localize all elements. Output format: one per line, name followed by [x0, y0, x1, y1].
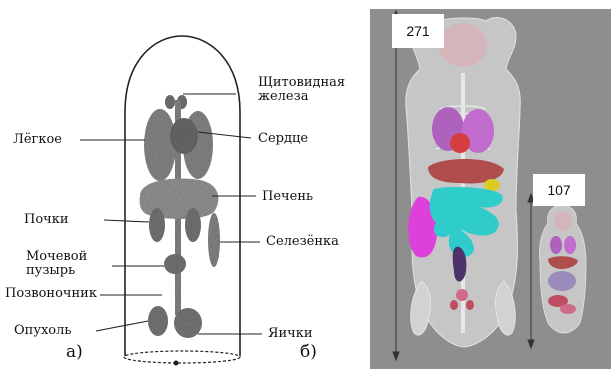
- phantom-schematic: [0, 0, 368, 369]
- kidney-organ: [149, 208, 165, 242]
- subfigure-label-a: а): [66, 342, 83, 362]
- small-phantom-render: [539, 205, 586, 333]
- label-testes: Яички: [268, 327, 313, 341]
- spleen-organ: [208, 213, 220, 267]
- label-kidneys: Почки: [24, 213, 69, 227]
- heart-organ: [170, 118, 198, 154]
- small-scale-arrow: [528, 194, 534, 348]
- label-lung: Лёгкое: [13, 133, 62, 147]
- phantom-render-panel: 271 107: [370, 9, 611, 369]
- label-liver: Печень: [262, 190, 313, 204]
- label-thyroid: Щитовидная железа: [258, 76, 356, 104]
- phantom-schematic-panel: Щитовидная железа Лёгкое Сердце Печень П…: [0, 0, 368, 369]
- tumor-organ: [148, 306, 168, 336]
- subfigure-label-b: б): [300, 342, 317, 362]
- label-spine: Позвоночник: [5, 287, 97, 301]
- label-tumor: Опухоль: [14, 324, 71, 338]
- testes-organ: [174, 308, 202, 338]
- thyroid-organ: [165, 95, 175, 109]
- bladder-organ: [164, 254, 186, 274]
- large-phantom-render: [406, 18, 521, 347]
- label-spleen: Селезёнка: [266, 235, 339, 249]
- small-scale-value: 107: [533, 174, 585, 206]
- lung-organ: [144, 109, 176, 181]
- label-bladder: Мочевой пузырь: [26, 250, 106, 278]
- large-scale-arrow: [393, 11, 399, 360]
- large-scale-value: 271: [392, 14, 444, 48]
- phantom-base: [124, 351, 240, 363]
- label-heart: Сердце: [258, 132, 308, 146]
